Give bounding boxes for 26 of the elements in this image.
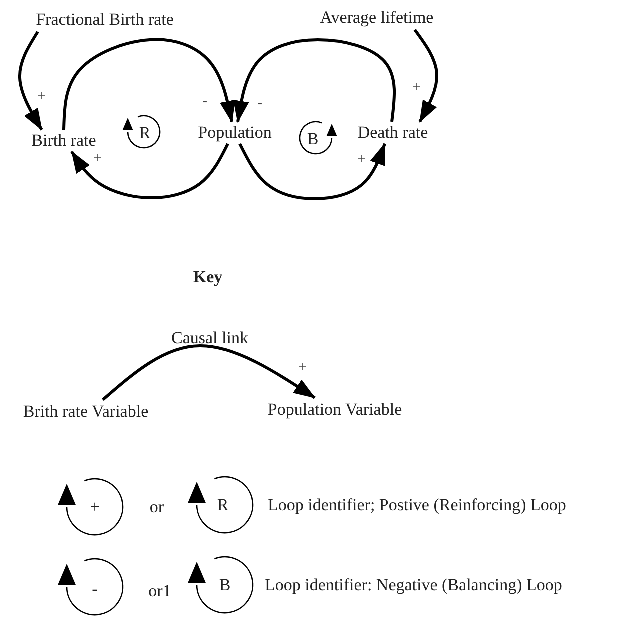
causal-link-arrow <box>102 344 316 402</box>
loop-letter: B <box>219 576 231 594</box>
variable-label: Brith rate Variable <box>10 400 162 424</box>
loop-sign: - <box>92 580 98 598</box>
connector-word: or1 <box>148 582 172 600</box>
key-heading: Key <box>193 268 223 286</box>
variable-label: Death rate <box>352 122 434 144</box>
causal-link-arrow <box>238 143 386 200</box>
variable-label: Average lifetime <box>312 6 442 30</box>
loop-sign: + <box>90 498 100 516</box>
loop-letter: R <box>217 496 229 514</box>
causal-link-arrow <box>233 38 396 123</box>
causal-link-arrow <box>414 29 438 123</box>
connector-word: or <box>150 498 164 516</box>
causal-link-arrow <box>18 31 44 131</box>
causal-link-arrow <box>70 143 230 200</box>
caption-text: Causal link <box>172 330 248 346</box>
variable-label: Population Variable <box>255 398 415 422</box>
loop-letter: B <box>307 130 319 148</box>
loop-letter: R <box>139 124 151 142</box>
variable-label: Population <box>194 122 276 144</box>
legend-text: Loop identifier; Postive (Reinforcing) Loop <box>268 496 566 514</box>
causal-link-arrow <box>62 38 236 130</box>
variable-label: Fractional Birth rate <box>30 8 180 32</box>
variable-label: Birth rate <box>26 130 102 152</box>
legend-text: Loop identifier: Negative (Balancing) Loop <box>265 576 562 594</box>
